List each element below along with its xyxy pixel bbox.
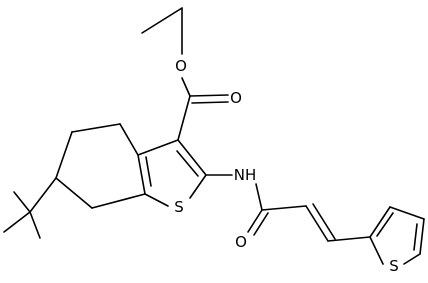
bond-c7-c7a (91, 193, 146, 209)
bond-cquat-me-left (3, 211, 31, 233)
vinyl-group (305, 203, 371, 242)
bond-c3-c2-double (177, 139, 207, 176)
bond-o-carbonyl (181, 77, 191, 97)
bond-camide-o-a (247, 209, 263, 233)
bond-cquat-me-bottom (29, 211, 41, 239)
bond-c2-s (189, 174, 207, 199)
bond-c5-c6 (55, 131, 73, 179)
tert-butyl-group (3, 177, 57, 239)
cyclohexene-ring (55, 123, 146, 209)
bond-cquat-me-top (13, 191, 31, 213)
atom-label-thiophene-sulfur: S (389, 257, 399, 275)
bond-carbonyl-o-double-b (191, 101, 229, 104)
amide-linker (205, 174, 307, 236)
bond-c3a-c4 (119, 123, 139, 156)
thiophene-ring (369, 206, 425, 265)
bond-th-c3-c4 (389, 206, 425, 220)
bond-th-c2-c3 (369, 206, 391, 238)
bond-c7a-c3a-inner (145, 156, 152, 187)
ester-group (177, 77, 229, 141)
bond-th-c5-s (403, 253, 421, 265)
bond-calpha-cbeta-b (312, 203, 336, 240)
ethyl-group (141, 7, 183, 55)
benzothiophene-thiophene-ring (137, 139, 207, 207)
bond-th-c2-c3-inner (376, 212, 394, 237)
atom-label-benzothiophene-sulfur: S (174, 198, 184, 216)
bond-c3a-c3 (137, 139, 179, 156)
bond-th-c4-c5-inner (413, 223, 418, 251)
bond-th-c4-c5 (419, 218, 425, 255)
bond-c4-c5 (71, 123, 121, 133)
bond-c6-cquat (29, 177, 57, 213)
bond-calpha-cbeta-a (305, 205, 329, 242)
atom-label-ester-oxygen: O (175, 57, 187, 75)
bond-c7a-c3a (137, 154, 146, 195)
bond-s-c7a (144, 193, 169, 207)
atom-label-amide-carbonyl-oxygen: O (235, 233, 247, 251)
atom-label-amide-nitrogen: NH (234, 166, 257, 184)
bond-carbonyl-c3 (177, 95, 191, 141)
bond-camide-o-b (253, 212, 269, 236)
bond-n-camide (255, 183, 263, 211)
bond-carbonyl-o-double-a (189, 94, 229, 97)
bond-cbeta-thiophene (327, 236, 371, 242)
bond-c3-c2-inner (176, 150, 199, 177)
bond-camide-calpha (261, 205, 307, 211)
bond-c6-c7 (55, 177, 93, 209)
bond-ethyl-ch3-ch2 (141, 7, 183, 34)
atom-label-ester-carbonyl-oxygen: O (230, 89, 242, 107)
bond-th-s-c2 (369, 236, 384, 265)
